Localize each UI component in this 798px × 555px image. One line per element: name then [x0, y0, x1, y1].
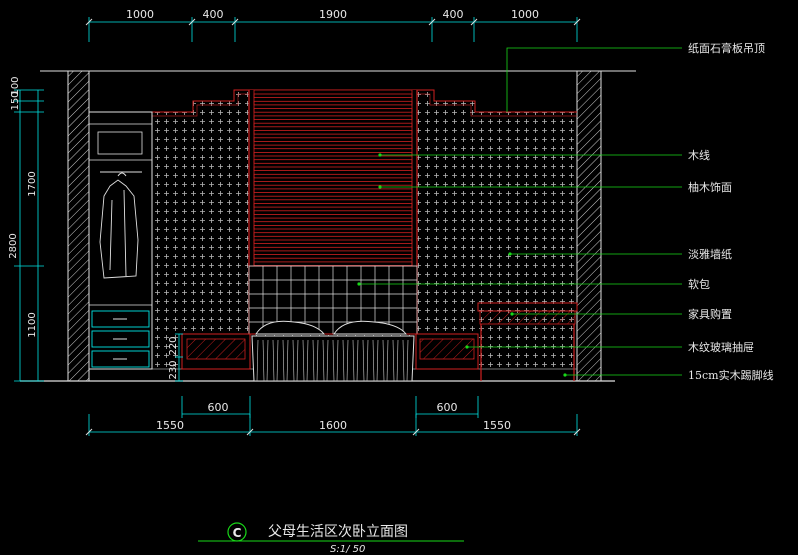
label-soft-pack: 软包	[688, 277, 710, 291]
drawing-title: 父母生活区次卧立面图	[268, 524, 408, 540]
dim-top-2: 400	[203, 8, 224, 21]
dim-top-1: 1000	[126, 8, 154, 21]
label-skirting: 15cm实木踢脚线	[688, 368, 774, 382]
dim-top-4: 400	[443, 8, 464, 21]
view-badge-letter: C	[233, 526, 242, 540]
dim-bottom-upper-2: 600	[437, 401, 458, 414]
bottom-dimensions: 600 600 1550 1600 1550	[85, 396, 581, 436]
wardrobe-drawers	[91, 310, 150, 368]
dim-left-3: 1700	[27, 171, 38, 196]
bed	[251, 320, 415, 382]
dim-bottom-lower-1: 1550	[156, 419, 184, 432]
dim-bottom-lower-3: 1550	[483, 419, 511, 432]
coat-illustration	[99, 172, 139, 279]
dim-bottom-upper-1: 600	[208, 401, 229, 414]
dim-left-1: 150	[10, 91, 21, 110]
label-wood-lines: 木线	[688, 148, 710, 162]
label-wallpaper: 淡雅墙纸	[688, 247, 732, 261]
wardrobe	[88, 111, 153, 370]
dim-left-2: 100	[10, 76, 21, 95]
dim-top-5: 1000	[511, 8, 539, 21]
label-veneer: 柚木饰面	[688, 180, 732, 194]
label-ceiling: 纸面石膏板吊顶	[688, 41, 765, 55]
label-glass-drawer: 木纹玻璃抽屉	[688, 340, 754, 354]
left-dimensions: 150 100 1700 2800 1100	[8, 76, 44, 382]
right-wall-hatch	[576, 70, 602, 382]
soft-pack-headboard	[248, 265, 418, 335]
small-vertical-dimensions: 220 230	[168, 333, 183, 382]
left-wall-hatch	[67, 70, 90, 382]
wood-line-panel	[248, 89, 418, 369]
annotation-leaders	[357, 47, 682, 377]
dim-top-3: 1900	[319, 8, 347, 21]
material-labels: 纸面石膏板吊顶 木线 柚木饰面 淡雅墙纸 软包 家具购置 木纹玻璃抽屉 15cm…	[688, 41, 774, 382]
dim-small-2: 230	[168, 360, 179, 379]
title-block: C 父母生活区次卧立面图 S:1/ 50	[198, 522, 464, 555]
right-nightstand	[415, 333, 479, 370]
dim-left-5: 1100	[27, 312, 38, 337]
dim-bottom-lower-2: 1600	[319, 419, 347, 432]
top-dimensions: 1000 400 1900 400 1000	[85, 8, 581, 42]
dim-left-4: 2800	[8, 233, 19, 258]
label-furniture: 家具购置	[688, 307, 732, 321]
drawing-scale: S:1/ 50	[330, 544, 365, 555]
left-nightstand	[181, 333, 251, 370]
dim-small-1: 220	[168, 336, 179, 355]
